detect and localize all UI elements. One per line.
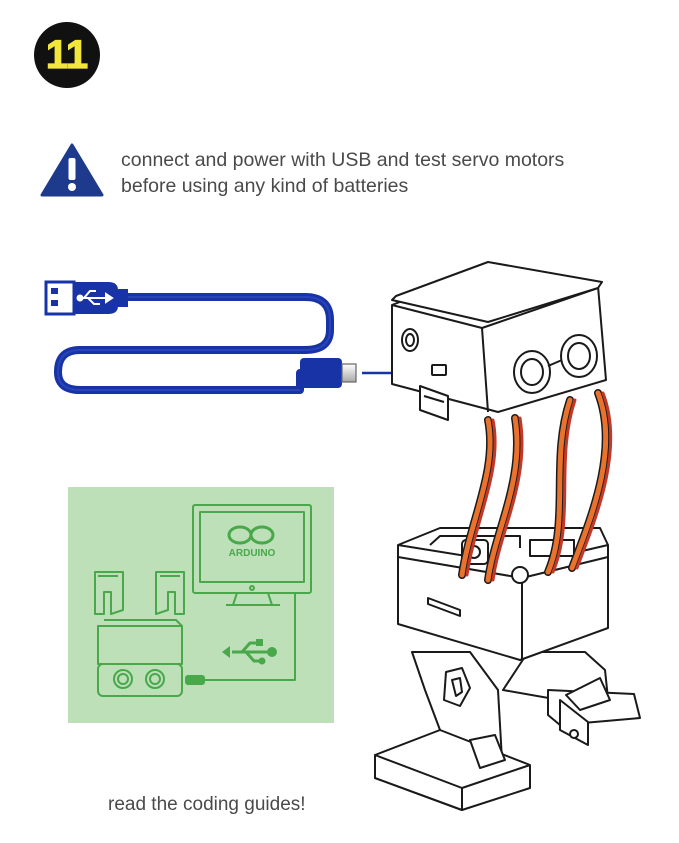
usb-symbol-icon	[76, 290, 114, 305]
micro-usb-connector	[300, 358, 357, 388]
usb-a-connector	[44, 280, 128, 316]
computer-connection-panel: ARDUINO	[68, 487, 334, 723]
robot-illustration	[374, 261, 641, 811]
robot-head	[391, 261, 607, 421]
warning-line-1: connect and power with USB and test serv…	[121, 149, 565, 171]
step-number: 11	[46, 33, 88, 77]
ultrasonic-sensor	[513, 334, 598, 394]
warning-message: connect and power with USB and test serv…	[121, 147, 661, 199]
footer-note: read the coding guides!	[108, 794, 306, 815]
monitor-icon	[192, 504, 312, 594]
badge-circle	[34, 22, 100, 88]
usb-cable	[44, 280, 415, 394]
robot-sketch-icon	[94, 571, 185, 697]
robot-right-leg	[502, 651, 641, 746]
warning-icon	[40, 143, 104, 197]
arduino-logo-text: ARDUINO	[229, 548, 276, 559]
arduino-logo-icon	[227, 525, 275, 545]
servo-wires	[458, 389, 613, 584]
step-number-badge: 11	[34, 22, 100, 88]
warning-line-2: before using any kind of batteries	[121, 175, 409, 197]
robot-left-leg	[374, 651, 531, 811]
